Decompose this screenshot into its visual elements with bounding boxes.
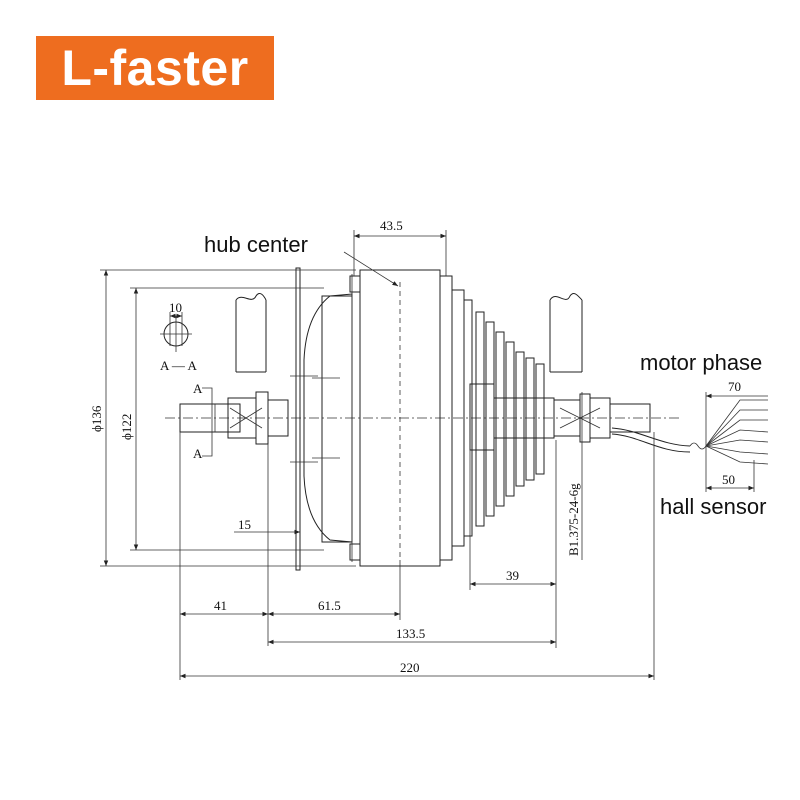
svg-text:220: 220 [400,660,420,675]
brand-logo: L-faster [36,36,274,100]
dim-cable-70: 70 [705,379,768,446]
svg-text:ϕ122: ϕ122 [119,414,134,440]
hub-center-label: hub center [204,232,308,257]
motor-cable [611,399,769,465]
svg-text:ϕ136: ϕ136 [89,405,104,432]
svg-text:15: 15 [238,517,251,532]
dim-39: 39 [469,440,557,590]
thread-spec: B1.375-24-6g [566,392,583,560]
svg-text:B1.375-24-6g: B1.375-24-6g [566,483,581,556]
section-a-a-detail: 10 A — A [160,300,197,373]
dim-43-5: 43.5 [353,218,447,276]
svg-text:61.5: 61.5 [318,598,341,613]
svg-text:133.5: 133.5 [396,626,425,641]
svg-text:A: A [193,381,203,396]
dim-220: 220 [180,432,655,680]
right-frame-tube [549,293,583,373]
motor-phase-label: motor phase [640,350,762,375]
svg-text:10: 10 [169,300,182,315]
svg-text:70: 70 [728,379,741,394]
left-axle [179,391,289,445]
svg-text:A: A [193,446,203,461]
hall-sensor-label: hall sensor [660,494,766,519]
left-frame-tube [235,293,267,373]
svg-text:A — A: A — A [160,358,197,373]
dim-cable-50: 50 [705,446,755,492]
dim-133-5: 133.5 [268,590,557,648]
hub-center-leader [343,251,399,287]
dim-diameter-136: ϕ136 [89,269,356,567]
section-cut-marks: A A [193,381,213,461]
svg-text:50: 50 [722,472,735,487]
svg-text:43.5: 43.5 [380,218,403,233]
svg-text:39: 39 [506,568,519,583]
freewheel-cassette [475,311,545,527]
dim-61-5: 61.5 [268,560,401,620]
dim-15: 15 [234,517,300,535]
svg-text:41: 41 [214,598,227,613]
dim-41: 41 [179,432,269,680]
right-axle [469,383,651,451]
dim-diameter-122: ϕ122 [119,287,324,551]
